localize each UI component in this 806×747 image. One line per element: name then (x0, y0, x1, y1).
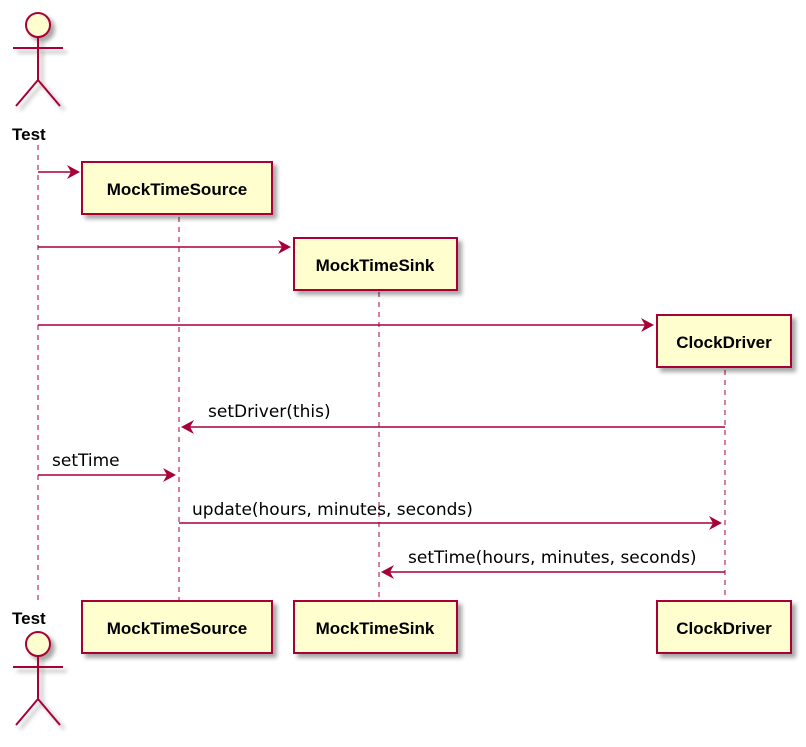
actor-test-bottom (13, 631, 63, 726)
participant-mocktimesink-bottom: MockTimeSink (293, 600, 458, 654)
arrowhead-icon (709, 516, 722, 530)
actor-test-label-top: Test (12, 125, 46, 144)
participant-label: ClockDriver (676, 333, 772, 352)
arrowhead-icon (381, 565, 394, 579)
participant-label: MockTimeSource (107, 180, 247, 199)
message-label-settime: setTime (52, 451, 120, 471)
participant-mocktimesink-top: MockTimeSink (293, 237, 458, 291)
actor-test-label-bottom: Test (12, 609, 46, 628)
message-label-setdriver: setDriver(this) (208, 402, 331, 422)
participant-clockdriver-top: ClockDriver (656, 314, 792, 368)
participant-label: MockTimeSink (316, 256, 435, 275)
participant-mocktimesource-top: MockTimeSource (81, 161, 273, 215)
actor-head-icon (25, 631, 51, 657)
actor-head-icon (25, 12, 51, 38)
actor-test-top (13, 12, 63, 107)
lifelines (37, 145, 726, 602)
message-label-settime-sink: setTime(hours, minutes, seconds) (408, 548, 697, 568)
participant-clockdriver-bottom: ClockDriver (656, 600, 792, 654)
message-label-update: update(hours, minutes, seconds) (192, 500, 473, 520)
arrowhead-icon (641, 318, 654, 332)
arrowhead-icon (67, 165, 80, 179)
arrowhead-icon (181, 420, 194, 434)
participant-mocktimesource-bottom: MockTimeSource (81, 600, 273, 654)
participant-label: MockTimeSink (316, 619, 435, 638)
participant-label: ClockDriver (676, 619, 772, 638)
arrowhead-icon (163, 468, 176, 482)
participant-label: MockTimeSource (107, 619, 247, 638)
arrowhead-icon (278, 240, 291, 254)
